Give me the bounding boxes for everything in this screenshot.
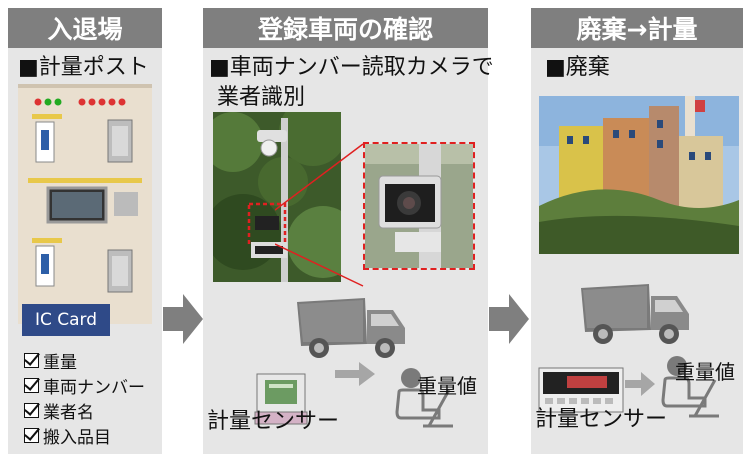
panel-disposal-weighing: 廃棄→計量 ■廃棄: [531, 8, 743, 454]
flow-arrow-small-icon: [625, 372, 655, 396]
checklist-item: 車両ナンバー: [24, 373, 145, 398]
checklist-item: 重量: [24, 348, 77, 373]
flow-arrow-icon: [489, 294, 529, 344]
panel-header: 廃棄→計量: [531, 8, 743, 48]
checkbox-checked-icon: [24, 353, 39, 368]
operator-icon: [661, 356, 719, 418]
camera-closeup-photo: [363, 142, 475, 270]
sensor-label: 計量センサー: [207, 409, 340, 434]
flow-arrow-icon: [163, 294, 203, 344]
checklist-item-label: 業者名: [43, 403, 94, 423]
checklist-item: 搬入品目: [24, 423, 111, 448]
garbage-truck-icon: [297, 298, 405, 358]
checklist-item-label: 重量: [43, 353, 77, 373]
panel-entry-exit: 入退場 ■計量ポスト: [8, 8, 162, 454]
scale-terminal-icon: [254, 373, 308, 425]
ic-card-label: IC Card: [22, 304, 110, 336]
panel-subtitle-line2: 業者識別: [217, 85, 306, 110]
operator-icon: [395, 368, 453, 428]
checklist-item-label: 搬入品目: [43, 428, 111, 448]
flow-arrow-small-icon: [335, 362, 375, 386]
weight-value-label: 重量値: [675, 360, 735, 384]
checklist-item: 業者名: [24, 398, 94, 423]
weight-value-label: 重量値: [417, 374, 477, 398]
panel-header: 登録車両の確認: [203, 8, 488, 48]
sensor-label: 計量センサー: [535, 407, 668, 432]
garbage-truck-icon: [581, 284, 689, 344]
checklist-item-label: 車両ナンバー: [43, 378, 145, 398]
panel-subtitle: ■廃棄: [545, 55, 610, 80]
disposal-facility-photo: [539, 96, 739, 254]
panel-vehicle-check: 登録車両の確認 ■車両ナンバー読取カメラで 業者識別: [203, 8, 494, 454]
camera-pole-photo: [213, 112, 341, 282]
panel-subtitle: ■計量ポスト: [18, 55, 149, 80]
panel-header: 入退場: [8, 8, 162, 48]
panel-subtitle: ■車両ナンバー読取カメラで: [209, 55, 494, 80]
weight-indicator-icon: [538, 367, 624, 413]
checkbox-checked-icon: [24, 403, 39, 418]
zoom-guide-lines: [275, 143, 364, 287]
checkbox-checked-icon: [24, 378, 39, 393]
weighing-post-photo: [18, 84, 152, 324]
checkbox-checked-icon: [24, 428, 39, 443]
